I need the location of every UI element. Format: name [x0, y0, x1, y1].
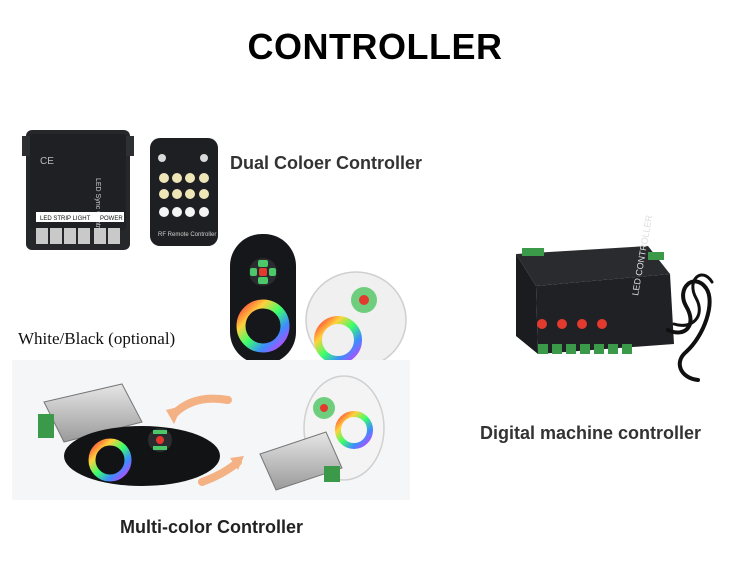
- dual-color-controller-image: LED Sync Controller CE LED STRIP LIGHT P…: [22, 130, 134, 250]
- svg-text:CE: CE: [40, 156, 54, 167]
- power-label: POWER: [100, 216, 123, 222]
- page-title: CONTROLLER: [247, 26, 503, 67]
- led-strip-light-label: LED STRIP LIGHT: [40, 216, 91, 222]
- white-black-caption: White/Black (optional): [18, 329, 176, 348]
- digital-controller-caption: Digital machine controller: [480, 423, 702, 443]
- black-touch-remote-image: [230, 234, 296, 364]
- dual-controller-panel-label: LED Sync Controller: [94, 178, 101, 242]
- dual-color-remote-image: RF Remote Controller: [150, 138, 218, 246]
- white-touch-remote-image: [305, 271, 407, 369]
- multi-color-caption: Multi-color Controller: [120, 517, 303, 537]
- digital-controller-image: LED CONTROLLER: [516, 214, 714, 382]
- remote-label: RF Remote Controller: [158, 232, 216, 238]
- dual-color-caption: Dual Coloer Controller: [230, 153, 423, 173]
- multi-color-controller-image: [38, 375, 385, 491]
